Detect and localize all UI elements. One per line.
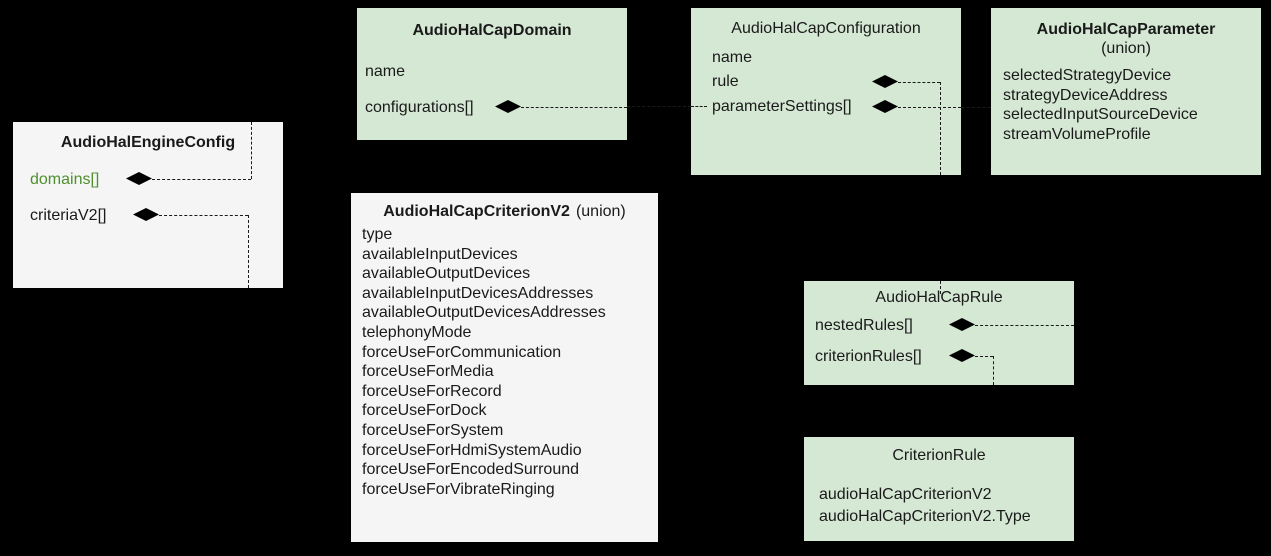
field-forceuseforcommunication: forceUseForCommunication <box>362 343 562 361</box>
aggregation-diamond-criteriav2 <box>133 208 159 221</box>
field-criterionrules: criterionRules[] <box>815 348 922 365</box>
connector-criterionrules-horizontal <box>975 356 993 357</box>
class-box-audiohalcaprule[interactable]: AudioHalCapRule nestedRules[] criterionR… <box>804 281 1074 385</box>
class-box-audiohalcapcriterionv2[interactable]: AudioHalCapCriterionV2 (union) type avail… <box>351 193 658 542</box>
class-title-suffix-audiohalcapcriterionv2: (union) <box>575 203 626 220</box>
class-title-text-audiohalcapcriterionv2: AudioHalCapCriterionV2 <box>383 203 570 220</box>
class-box-audiohalcapparameter[interactable]: AudioHalCapParameter (union) selectedStr… <box>991 8 1261 175</box>
field-streamvolumeprofile: streamVolumeProfile <box>1003 125 1151 143</box>
class-subtitle-audiohalcapparameter: (union) <box>1101 40 1151 57</box>
class-title-audiohalcapcriterionv2: AudioHalCapCriterionV2 (union) <box>351 202 658 221</box>
field-availableoutputdevicesaddresses: availableOutputDevicesAddresses <box>362 304 606 322</box>
field-criteriav2: criteriaV2[] <box>30 207 107 224</box>
field-list-audiohalcapparameter: selectedStrategyDevice strategyDeviceAdd… <box>1003 66 1198 144</box>
class-box-audiohalcapdomain[interactable]: AudioHalCapDomain name configurations[] <box>357 8 627 140</box>
field-domains: domains[] <box>30 171 100 188</box>
connector-criteriav2-horizontal <box>159 215 248 216</box>
field-availableinputdevicesaddresses: availableInputDevicesAddresses <box>362 284 594 302</box>
field-forceuseforvibrateringing: forceUseForVibrateRinging <box>362 480 555 498</box>
class-title-audiohalcapdomain: AudioHalCapDomain <box>412 22 572 39</box>
field-list-audiohalcapcriterionv2: type availableInputDevices availableOutp… <box>362 225 606 499</box>
field-configurations: configurations[] <box>365 99 474 116</box>
field-forceuseforencodedsurround: forceUseForEncodedSurround <box>362 461 580 479</box>
field-telephonymode: telephonyMode <box>362 323 472 341</box>
aggregation-diamond-criterionrules <box>949 349 975 362</box>
class-title-criterionrule: CriterionRule <box>892 447 986 464</box>
aggregation-diamond-configurations <box>495 100 521 113</box>
class-box-audiohalcapconfiguration[interactable]: AudioHalCapConfiguration name rule param… <box>691 8 961 175</box>
class-title-audiohalcaprule: AudioHalCapRule <box>875 289 1003 306</box>
connector-domains-horizontal <box>152 179 251 180</box>
connector-criteriav2-vertical <box>248 215 249 288</box>
connector-parametersettings-gap <box>961 107 991 108</box>
field-forceuseforsystem: forceUseForSystem <box>362 421 504 439</box>
field-forceuseformedia: forceUseForMedia <box>362 363 494 381</box>
field-audiohalcapcriterionv2: audioHalCapCriterionV2 <box>819 486 992 503</box>
connector-criterionrules-vertical <box>993 356 994 385</box>
connector-rule-vertical <box>940 82 941 175</box>
connector-configurations-horizontal <box>521 107 627 108</box>
class-title-audiohalengineconfig: AudioHalEngineConfig <box>60 134 236 151</box>
connector-parametersettings-horizontal <box>898 107 961 108</box>
field-strategydeviceaddress: strategyDeviceAddress <box>1003 86 1168 104</box>
connector-configurations-stub <box>691 106 707 107</box>
field-type: type <box>362 226 393 243</box>
field-name-domain: name <box>365 63 406 80</box>
field-selectedinputsourcedevice: selectedInputSourceDevice <box>1003 106 1198 124</box>
field-forceuseforhdmisystemaudio: forceUseForHdmiSystemAudio <box>362 441 582 459</box>
field-availableinputdevices: availableInputDevices <box>362 245 518 263</box>
field-forceuseforrecord: forceUseForRecord <box>362 382 502 400</box>
field-parametersettings: parameterSettings[] <box>712 98 852 115</box>
field-rule: rule <box>712 73 739 90</box>
field-nestedrules: nestedRules[] <box>815 317 913 334</box>
connector-rule-horizontal <box>898 82 940 83</box>
aggregation-diamond-parametersettings <box>872 100 898 113</box>
class-title-audiohalcapconfiguration: AudioHalCapConfiguration <box>731 20 921 37</box>
field-availableoutputdevices: availableOutputDevices <box>362 265 531 283</box>
aggregation-diamond-nestedrules <box>949 318 975 331</box>
field-audiohalcapcriterionv2-type: audioHalCapCriterionV2.Type <box>819 508 1031 525</box>
field-name-configuration: name <box>712 49 753 66</box>
connector-configurations-gap <box>627 106 691 107</box>
class-title-audiohalcapparameter: AudioHalCapParameter <box>1036 21 1216 38</box>
field-forceusefordock: forceUseForDock <box>362 402 487 420</box>
connector-domains-vertical <box>251 122 252 179</box>
aggregation-diamond-domains <box>126 172 152 185</box>
connector-rule-incoming-stub <box>940 281 941 294</box>
field-selectedstrategydevice: selectedStrategyDevice <box>1003 67 1172 84</box>
connector-nestedrules-horizontal <box>975 325 1074 326</box>
field-list-criterionrule: audioHalCapCriterionV2 audioHalCapCriter… <box>819 484 1031 528</box>
aggregation-diamond-rule <box>872 75 898 88</box>
class-box-audiohalengineconfig[interactable]: AudioHalEngineConfig domains[] criteriaV… <box>13 122 283 288</box>
class-box-criterionrule[interactable]: CriterionRule audioHalCapCriterionV2 aud… <box>804 437 1074 541</box>
